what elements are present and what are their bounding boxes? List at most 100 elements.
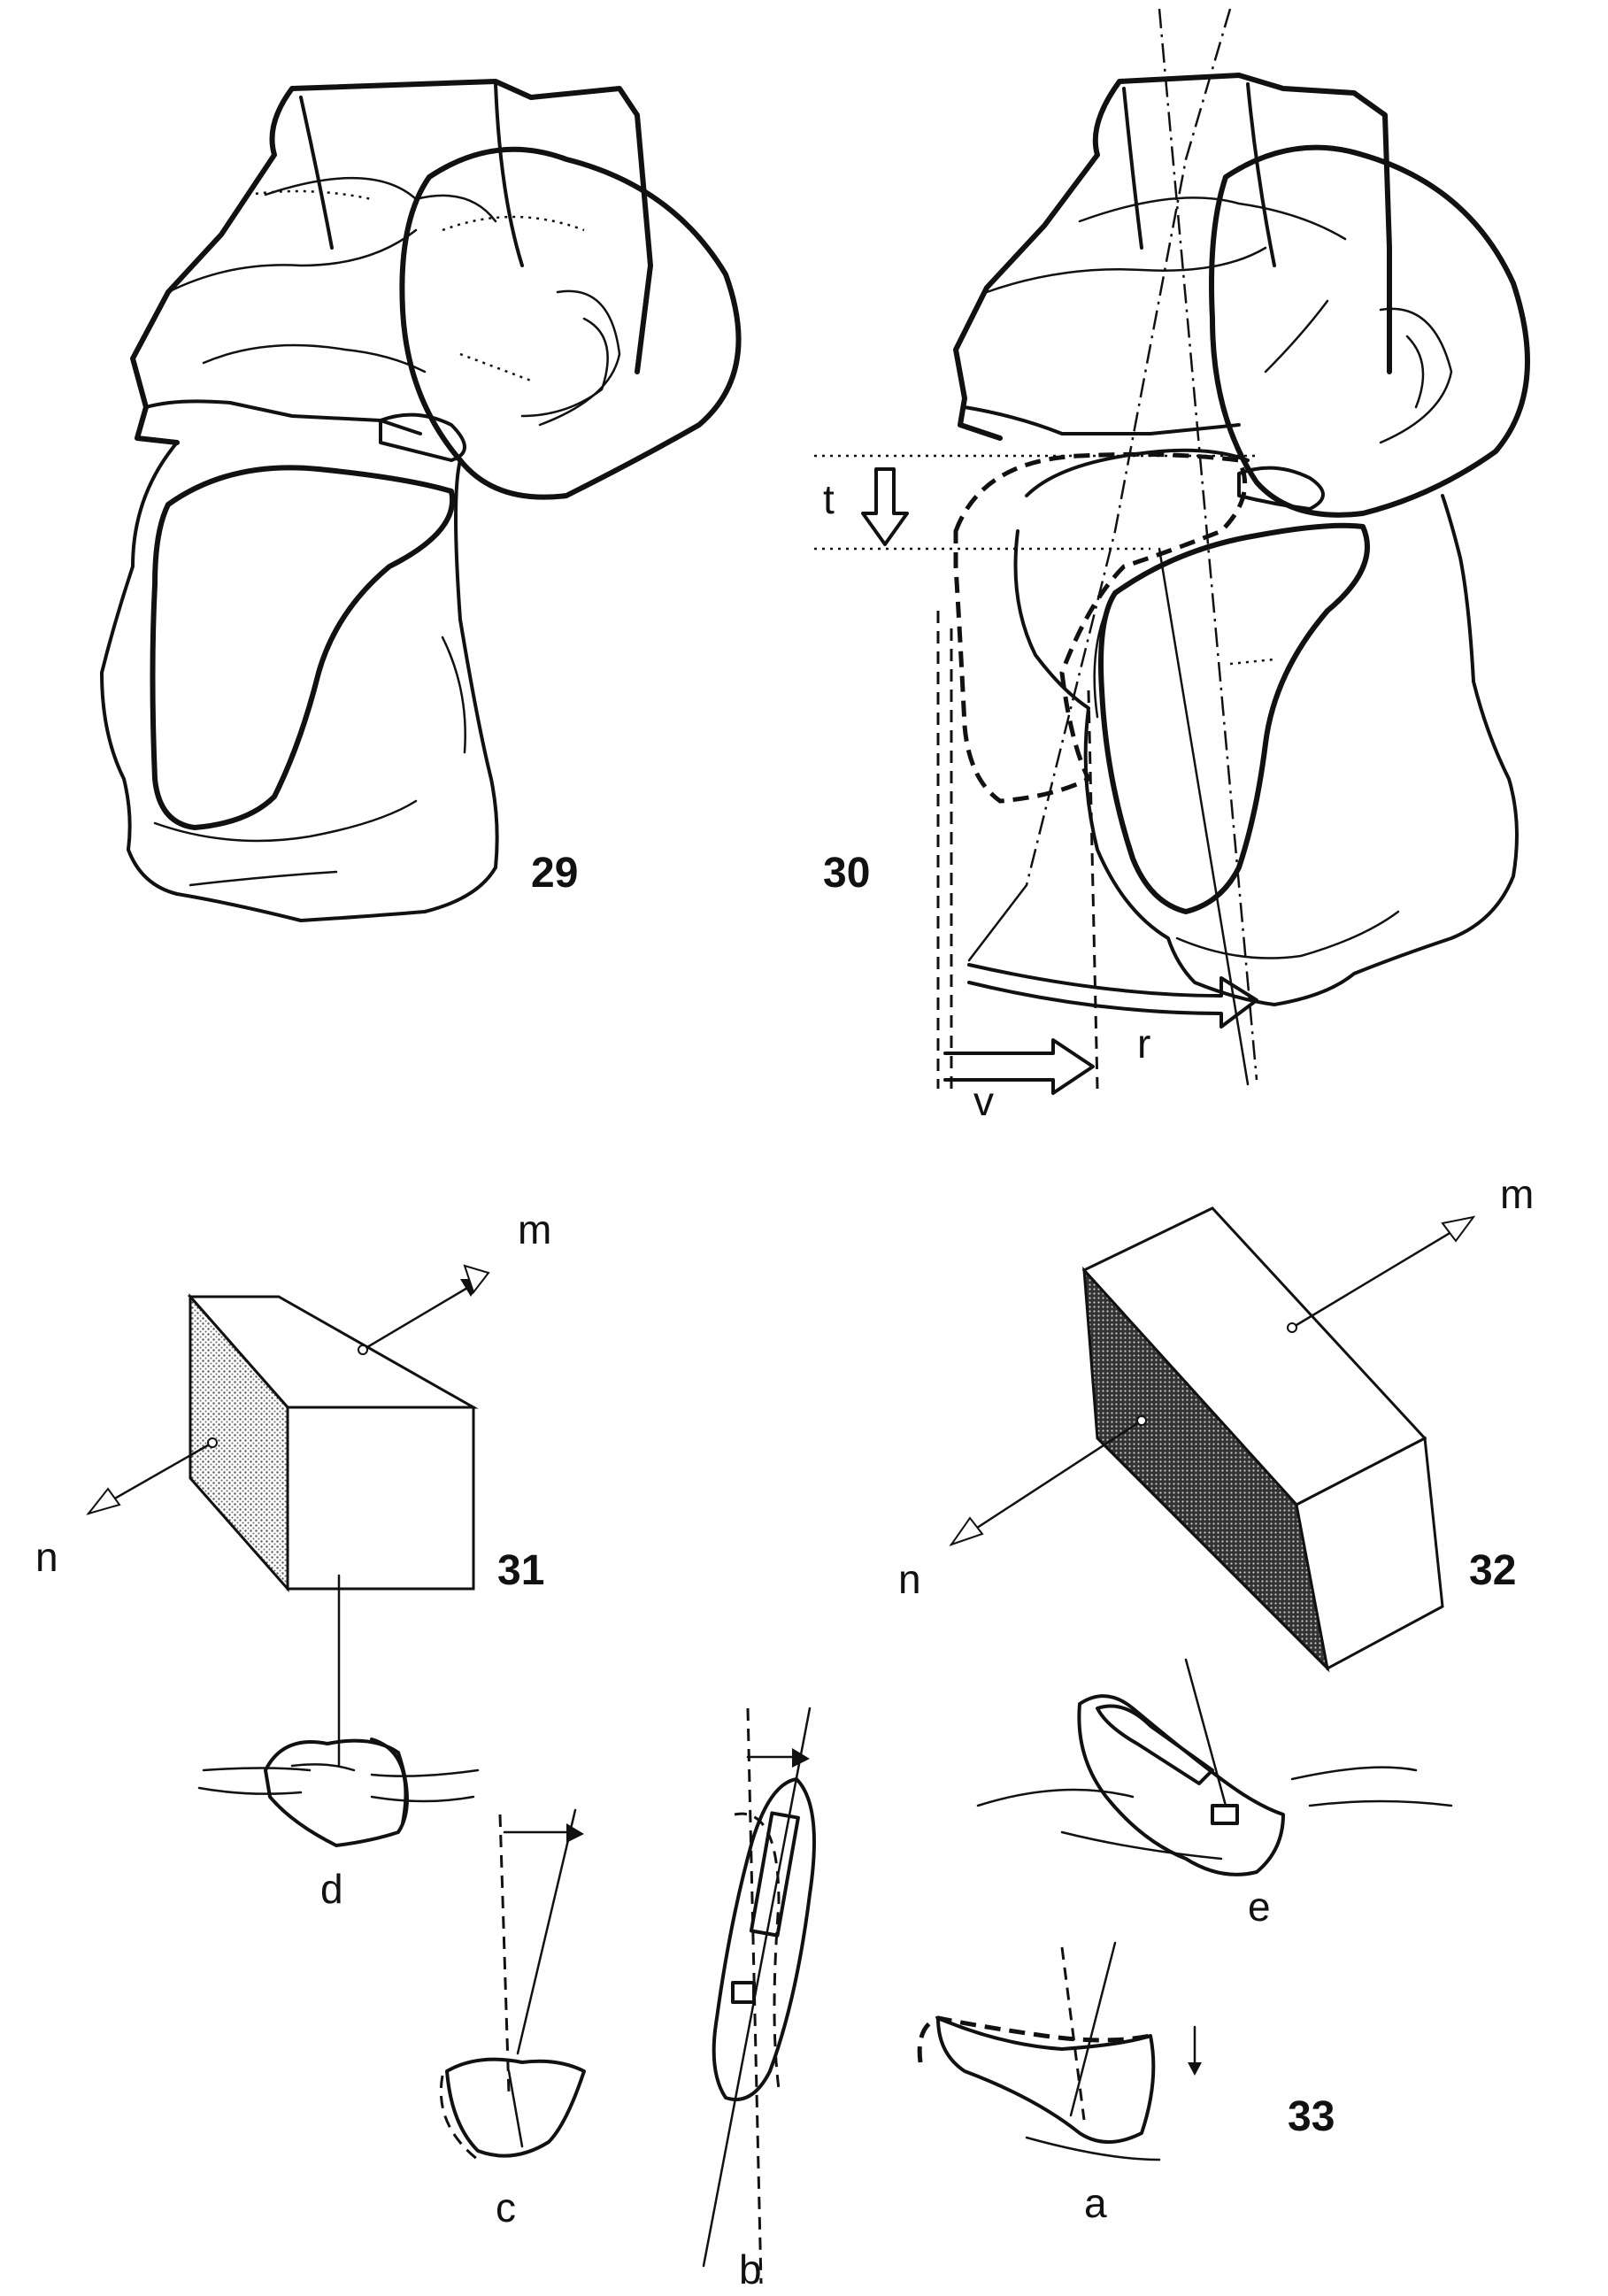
calcaneus-contour — [153, 799, 418, 843]
figure-29-number: 29 — [531, 850, 578, 897]
ground-lines — [1060, 1830, 1223, 1861]
sketch-e: e — [976, 1658, 1453, 1930]
rotation-arrowhead — [566, 1823, 584, 1843]
axis-point — [1287, 1322, 1297, 1333]
rotation-arrowhead — [792, 1748, 810, 1768]
calcaneus-outline — [1013, 494, 1519, 1006]
navicular-bone — [1209, 144, 1530, 518]
axis-n — [950, 1419, 1143, 1546]
figure-30-number: 30 — [823, 850, 870, 897]
axis-line — [1025, 8, 1232, 886]
calcaneus-contour — [441, 636, 466, 754]
label-e: e — [1248, 1884, 1271, 1930]
talus-outline — [130, 79, 653, 445]
rotation-radius — [967, 883, 1028, 962]
arrowhead-m-outline — [463, 1264, 490, 1295]
translation-arrow-v — [943, 1038, 1095, 1095]
posterior-calcaneal-facet — [1098, 522, 1370, 914]
original-outline — [917, 2015, 1151, 2063]
joint-notch — [379, 412, 466, 462]
facet-rect-small — [731, 1981, 756, 2004]
rotation-axis — [1158, 547, 1250, 1086]
calcaneus-edge — [1025, 448, 1250, 497]
arrowhead-n — [86, 1487, 121, 1515]
navicular-facet — [1405, 335, 1425, 409]
arrowhead-n — [949, 1516, 984, 1546]
sketch-b: b — [702, 1707, 816, 2292]
figure-32-number: 32 — [1469, 1547, 1516, 1594]
axis-point — [207, 1437, 218, 1448]
talus-contour — [1078, 196, 1347, 241]
hidden-contour — [1229, 658, 1275, 666]
bone-edge — [507, 2069, 524, 2148]
navicular-bone — [399, 146, 742, 500]
talus-contour — [202, 343, 427, 374]
sketch-d: d — [197, 1574, 480, 1912]
label-a: a — [1084, 2180, 1107, 2226]
figure-33-rotation-sketches: d c b — [197, 1574, 1453, 2292]
ground-lines — [976, 1766, 1453, 1807]
original-outline — [439, 2075, 479, 2161]
figure-29-ankle-foot-view: 29 — [100, 79, 742, 922]
reference-axis — [498, 1814, 511, 2094]
block-front-face — [1295, 1436, 1444, 1671]
ground-lines — [1025, 2136, 1161, 2161]
hidden-contour — [459, 352, 532, 382]
bone-shape-b — [712, 1777, 816, 2101]
talus-outline — [953, 73, 1392, 441]
calcaneus-contour — [1175, 910, 1400, 959]
axis-line-e — [1184, 1658, 1227, 1807]
label-b: b — [739, 2246, 762, 2292]
translation-arrow-t — [861, 467, 909, 546]
block-front-face — [286, 1406, 475, 1591]
talus-contour — [985, 246, 1267, 294]
talus-contour — [264, 177, 497, 223]
rotated-axis — [1069, 1941, 1117, 2117]
axis-m — [361, 1277, 484, 1352]
bone-shape-a — [936, 2016, 1156, 2144]
navicular-facet — [538, 289, 621, 427]
talus-ridge-line — [299, 96, 334, 250]
figure-31-number: 31 — [497, 1547, 544, 1594]
label-t: t — [823, 476, 835, 522]
talus-ridge-line — [494, 82, 524, 267]
arrowhead-m — [1441, 1215, 1476, 1243]
rotated-axis — [702, 1707, 812, 2268]
talus-contour — [166, 228, 418, 294]
calcaneus-outline — [100, 441, 499, 922]
sketch-a: a — [917, 1941, 1202, 2226]
label-c: c — [496, 2184, 516, 2231]
rotation-arrowhead — [1188, 2062, 1202, 2076]
talus-lower-edge — [144, 399, 422, 435]
label-m: m — [1500, 1171, 1534, 1217]
joint-notch — [1237, 466, 1325, 511]
rotation-arrow-r — [967, 963, 1258, 1029]
ground-lines — [197, 1767, 480, 1803]
bone-shape-c — [445, 2057, 586, 2158]
reference-line — [1087, 690, 1099, 1090]
navicular-contour — [1264, 299, 1329, 374]
axis-point — [358, 1344, 368, 1355]
talus-ridge-line — [1122, 87, 1143, 250]
bone-edge — [370, 1737, 408, 1825]
calcaneus-edge — [454, 458, 462, 621]
sketch-c: c — [439, 1808, 586, 2231]
figure-31-block: m n 31 — [35, 1206, 551, 1594]
label-v: v — [973, 1078, 994, 1124]
label-m: m — [518, 1206, 551, 1252]
hidden-contour — [442, 215, 585, 232]
figure-30-displaced-view: t v r 30 — [814, 8, 1530, 1124]
talus-lower-edge — [963, 405, 1241, 435]
figure-32-tilted-block: m n 32 — [898, 1171, 1534, 1673]
posterior-calcaneal-facet — [150, 465, 456, 830]
rotated-axis — [516, 1808, 577, 2055]
calcaneus-contour — [1093, 609, 1108, 719]
original-outline — [734, 1812, 781, 2090]
facet-rect-small — [1211, 1804, 1239, 1825]
calcaneus-contour — [188, 870, 338, 887]
facet-groove — [1096, 1704, 1214, 1785]
bone-shape-e — [1077, 1694, 1285, 1876]
label-d: d — [320, 1866, 343, 1912]
axis-m — [1290, 1220, 1471, 1329]
